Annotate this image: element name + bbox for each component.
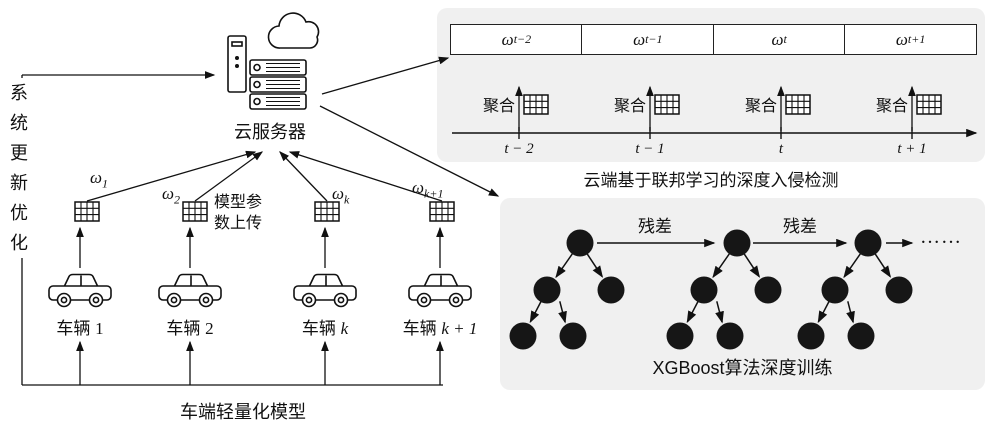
aggregate-label: 聚合 [613, 98, 646, 115]
car-icon [158, 273, 222, 308]
aggregated-grid-icon [654, 94, 680, 115]
tick-label-t: t [778, 141, 784, 157]
aggregated-grid-icon [785, 94, 811, 115]
car-icon [408, 273, 472, 308]
tick-label-t-2: t − 2 [504, 141, 534, 157]
vehicle-2-label: 车辆 2 [166, 319, 214, 338]
cloud-server-label: 云服务器 [234, 122, 306, 142]
cloud-icon [267, 12, 320, 49]
model-grid-icon [74, 201, 100, 222]
aggregate-label: 聚合 [744, 98, 777, 115]
aggregate-arrows [515, 85, 916, 131]
model-grid-icon [182, 201, 208, 222]
tick-label-t-1: t − 1 [635, 141, 665, 157]
omega-k-label: ωk [332, 184, 350, 207]
vehicle-k1-label: 车辆 k + 1 [402, 319, 478, 338]
residual-label: 残差 [638, 217, 672, 236]
aggregate-label: 聚合 [875, 98, 908, 115]
model-grid-icon [429, 201, 455, 222]
server-to-xgboost-panel-arrow [319, 105, 500, 197]
federated-timeline [452, 85, 978, 139]
edge-model-label: 车端轻量化模型 [180, 402, 306, 422]
omega-k1-label: ωk+1 [412, 178, 444, 201]
car-icon [293, 273, 357, 308]
server-rack-icon [249, 59, 307, 110]
upload-label: 模型参数上传 [214, 194, 263, 232]
vehicle-1-label: 车辆 1 [56, 319, 104, 338]
parameter-upload-lines [86, 150, 443, 202]
cloud-server-icon [227, 12, 320, 110]
system-update-label: 系统更新优化 [5, 78, 33, 258]
vehicle-upload-arrows [76, 226, 444, 268]
aggregate-label: 聚合 [482, 98, 515, 115]
xgboost-panel-caption: XGBoost算法深度训练 [652, 358, 833, 378]
aggregated-grid-icon [916, 94, 942, 115]
tick-label-t+1: t + 1 [897, 141, 927, 157]
server-to-federated-panel-arrow [321, 56, 450, 95]
car-icon [48, 273, 112, 308]
ellipsis-label: …… [920, 226, 962, 248]
federated-panel-caption: 云端基于联邦学习的深度入侵检测 [583, 171, 839, 190]
aggregated-grid-icon [523, 94, 549, 115]
omega-1-label: ω1 [90, 168, 109, 191]
vehicle-k-label: 车辆 k [301, 319, 349, 338]
omega-2-label: ω2 [162, 184, 181, 207]
residual-label: 残差 [783, 217, 817, 236]
